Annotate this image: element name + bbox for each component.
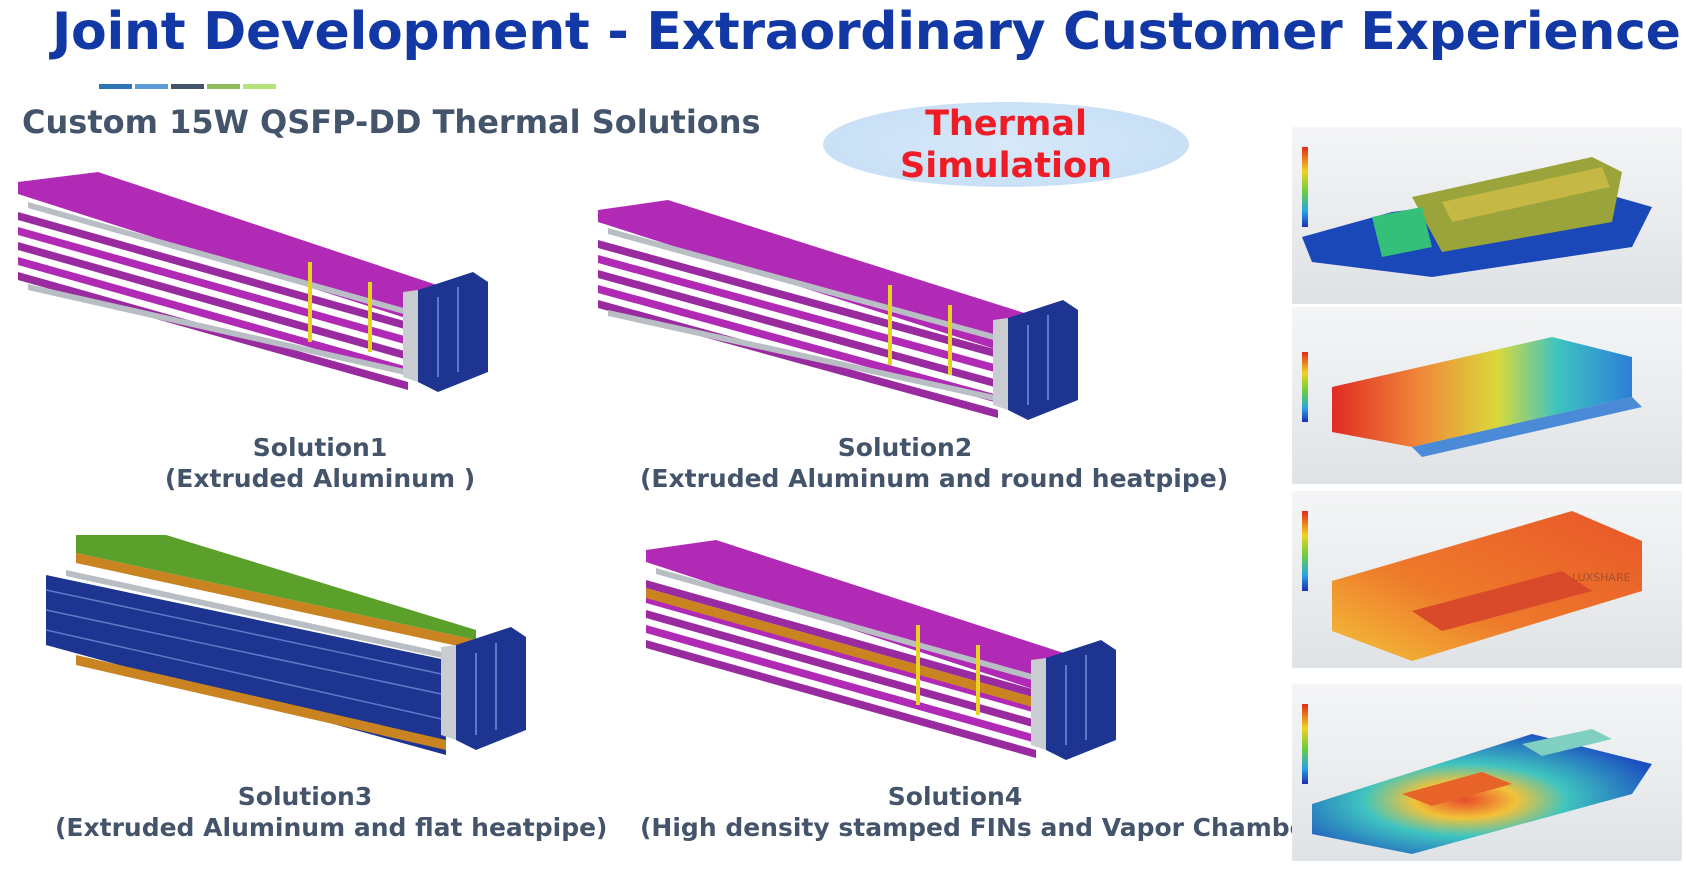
accent-bar-group [99,84,279,89]
solution1-caption: Solution1 (Extruded Aluminum ) [160,432,480,494]
cage-brand-text: LUXSHARE [1572,571,1631,584]
solution2-heatsink-image [598,200,1088,420]
solution2-name: Solution2 [837,433,973,462]
accent-bar [135,84,168,89]
accent-bar [207,84,240,89]
solution3-description: (Extruded Aluminum and flat heatpipe) [55,813,608,842]
accent-bar [99,84,132,89]
simulation-panel-heat-sink-temperature [1292,307,1682,484]
section-subtitle: Custom 15W QSFP-DD Thermal Solutions [22,103,761,141]
simulation-panel-module-temperature [1292,127,1682,304]
simulation-panel-pcb-temperature [1292,684,1682,861]
solution4-caption: Solution4 (High density stamped FINs and… [640,781,1331,843]
thermal-simulation-bubble: Thermal Simulation [823,102,1189,187]
solution3-heatsink-image [46,535,536,765]
accent-bar [243,84,276,89]
accent-bar [171,84,204,89]
solution2-description: (Extruded Aluminum and round heatpipe) [640,464,1229,493]
solution1-heatsink-image [18,172,498,392]
thermal-simulation-label: Thermal Simulation [900,103,1112,186]
solution4-name: Solution4 [887,782,1023,811]
simulation-panel-cage-temperature: LUXSHARE [1292,491,1682,668]
solution2-caption: Solution2 (Extruded Aluminum and round h… [640,432,1229,494]
solution1-name: Solution1 [252,433,388,462]
solution3-caption: Solution3 (Extruded Aluminum and flat he… [55,781,608,843]
solution1-description: (Extruded Aluminum ) [164,464,476,493]
solution3-name: Solution3 [237,782,373,811]
page-title: Joint Development - Extraordinary Custom… [52,2,1681,62]
solution4-description: (High density stamped FINs and Vapor Cha… [640,813,1331,842]
solution4-heatsink-image [646,540,1126,760]
